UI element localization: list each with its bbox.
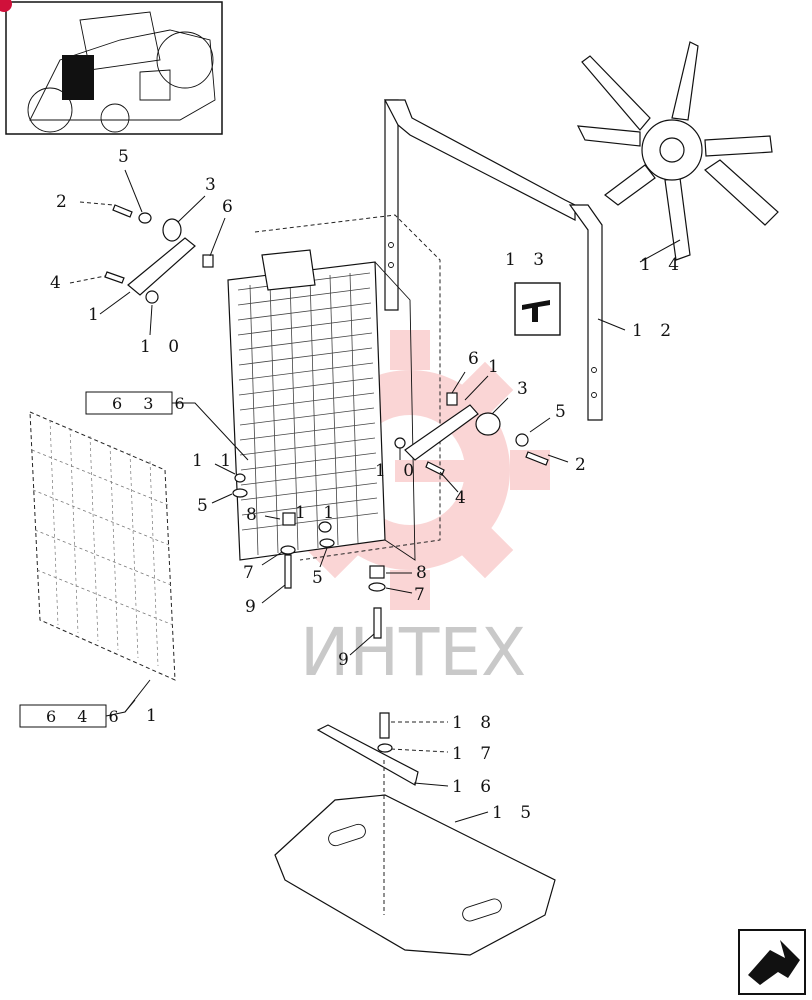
- callout-4-mid: 4: [455, 488, 472, 508]
- callout-6-mid: 6: [468, 349, 485, 369]
- ref-646-label: 6 4 6: [46, 707, 127, 726]
- callout-5-left: 5: [197, 496, 214, 516]
- callout-9-bottom: 9: [338, 650, 355, 670]
- bracket-assembly-top: [104, 204, 214, 304]
- leader-lines: [69, 169, 681, 823]
- ref-box-646[interactable]: 6 4 6: [19, 704, 127, 728]
- callout-7-left: 7: [243, 563, 260, 583]
- callout-5-mid: 5: [555, 402, 572, 422]
- watermark-text: ИНТЕХ: [300, 614, 526, 691]
- callout-2-mid: 2: [575, 455, 592, 475]
- fastener-set-bottom: [232, 473, 386, 639]
- bracket-assembly-right: [394, 392, 549, 476]
- callout-7-right: 7: [414, 585, 431, 605]
- callout-15: 1 5: [492, 803, 537, 823]
- callout-11-mid: 1 1: [295, 503, 340, 523]
- callout-8-right: 8: [416, 563, 433, 583]
- callout-18: 1 8: [452, 713, 497, 733]
- callout-17: 1 7: [452, 744, 497, 764]
- callout-12: 1 2: [632, 321, 677, 341]
- ref-636-label: 6 3 6: [112, 394, 193, 413]
- callout-3-mid: 3: [517, 379, 534, 399]
- callout-1-top: 1: [88, 305, 105, 325]
- radiator-core-part: [227, 214, 441, 561]
- callout-6-top: 6: [222, 197, 239, 217]
- callout-2-top: 2: [56, 192, 73, 212]
- callout-3-top: 3: [205, 175, 222, 195]
- callout-1-grille: 1: [146, 706, 163, 726]
- callout-10-mid: 1 0: [375, 461, 420, 481]
- radiator-frame-part: [384, 99, 603, 421]
- callout-9-left: 9: [245, 597, 262, 617]
- next-page-arrow-icon[interactable]: [738, 929, 806, 995]
- callout-5-bottom: 5: [312, 568, 329, 588]
- callout-4-top: 4: [50, 273, 67, 293]
- callout-14: 1 4: [640, 255, 685, 275]
- callout-8-left: 8: [246, 505, 263, 525]
- callout-13: 1 3: [505, 250, 550, 270]
- callout-5-top: 5: [118, 147, 135, 167]
- callout-10-top: 1 0: [140, 337, 185, 357]
- front-grille-part: [29, 411, 176, 681]
- decal-label-part: [514, 282, 561, 336]
- bottom-plate-assembly: [274, 712, 556, 956]
- callout-1-mid: 1: [488, 357, 505, 377]
- callout-11-left: 1 1: [192, 451, 237, 471]
- fan-blade-part: [576, 41, 779, 261]
- tractor-thumbnail-icon: [0, 0, 223, 135]
- callout-16: 1 6: [452, 777, 497, 797]
